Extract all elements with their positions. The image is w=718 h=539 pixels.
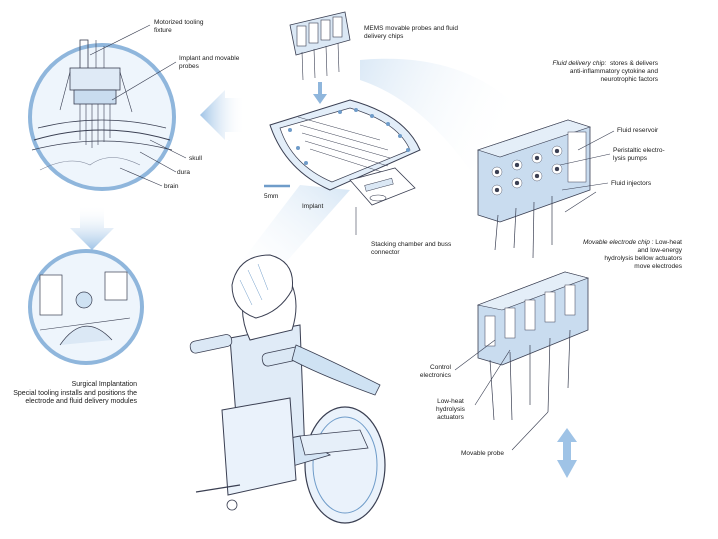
beam-to-fluid-chip xyxy=(360,58,530,170)
fluid-delivery-chip xyxy=(477,119,615,259)
label-dura: dura xyxy=(177,169,191,176)
label-implant: Implant xyxy=(302,203,324,210)
label-fluid-reservoir: Fluid reservoir xyxy=(617,127,659,134)
arrow-left xyxy=(200,90,245,140)
patient-wheelchair xyxy=(189,254,386,524)
label-fluid-injectors: Fluid injectors xyxy=(611,180,652,187)
label-brain: brain xyxy=(164,183,179,190)
magnified-circle xyxy=(28,24,187,191)
implant-device xyxy=(264,99,421,235)
mems-chip xyxy=(289,11,351,104)
label-movable-probe: Movable probe xyxy=(461,450,504,457)
label-peristaltic-pumps: Peristaltic electro-lysis pumps xyxy=(613,147,665,162)
movable-electrode-chip xyxy=(454,271,589,478)
label-movable-electrode-chip: Movable electrode chip : Low-heat and lo… xyxy=(582,239,682,270)
label-scale: 5mm xyxy=(264,193,279,200)
label-skull: skull xyxy=(189,155,203,162)
label-fluid-delivery-chip: Fluid delivery chip: stores & delivers a… xyxy=(552,60,659,83)
arrow-down xyxy=(70,205,114,250)
surgery-circle xyxy=(28,249,144,365)
label-surgical-implantation: Surgical Implantation Special tooling in… xyxy=(13,381,137,405)
